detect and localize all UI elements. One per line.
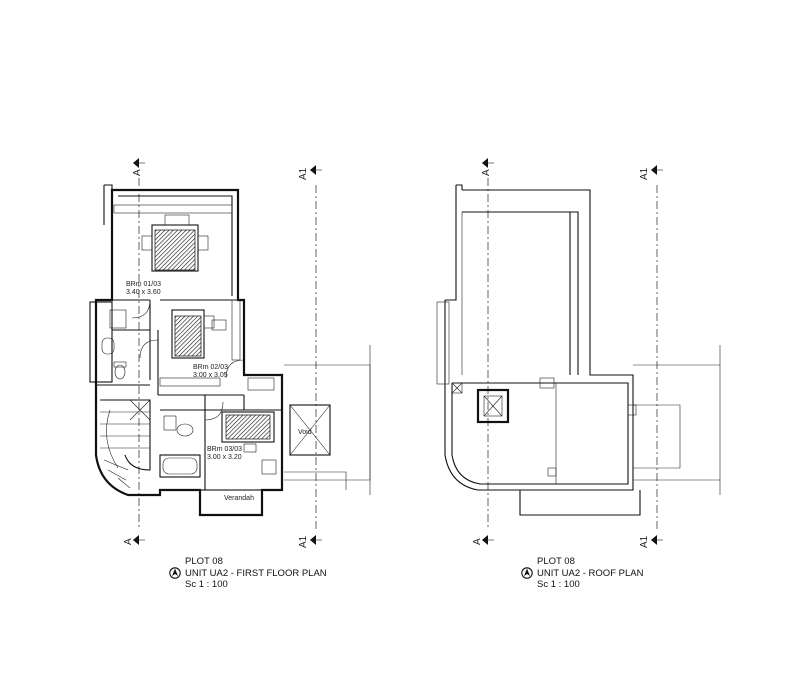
svg-text:A: A [481, 169, 492, 176]
roof-plan: A A1 A A1 [436, 158, 721, 548]
svg-text:A: A [132, 169, 143, 176]
caption-plot: PLOT 08 [537, 556, 575, 567]
bed-2 [171, 309, 227, 359]
caption-scale: Sc 1 : 100 [185, 579, 228, 590]
first-floor-outline [94, 188, 284, 517]
north-point-icon [169, 567, 181, 579]
verandah-label: Verandah [224, 495, 254, 502]
room-size-brm-3: 3.00 x 3.20 [207, 454, 242, 461]
caption-plot: PLOT 08 [185, 556, 223, 567]
void-label: Void [298, 429, 312, 436]
svg-text:A1: A1 [298, 167, 309, 180]
svg-text:A1: A1 [298, 535, 309, 548]
roof-skylight [476, 388, 510, 424]
roof-caption: PLOT 08 UNIT UA2 - ROOF PLAN Sc 1 : 100 [521, 556, 644, 590]
north-point-icon [521, 567, 533, 579]
svg-text:A1: A1 [639, 167, 650, 180]
section-marker-a-bottom-roof: A [472, 535, 494, 545]
first-floor-plan: A A1 A A1 [89, 158, 371, 548]
section-marker-a-bottom: A [123, 535, 145, 545]
bed-3 [221, 411, 277, 475]
verandah-area [199, 489, 263, 516]
section-marker-a1-bottom: A1 [298, 535, 322, 548]
roof-outline [462, 189, 641, 516]
section-marker-a1-top-roof: A1 [639, 165, 663, 180]
caption-title: UNIT UA2 - FIRST FLOOR PLAN [185, 567, 327, 579]
room-label-brm-2: BRm 02/03 [193, 364, 228, 371]
section-marker-a-top-roof: A [481, 158, 494, 176]
caption-title: UNIT UA2 - ROOF PLAN [537, 567, 644, 579]
svg-text:A: A [472, 538, 483, 545]
room-label-brm-1: BRm 01/03 [126, 281, 161, 288]
caption-scale: Sc 1 : 100 [537, 579, 580, 590]
room-size-brm-1: 3.40 x 3.60 [126, 289, 161, 296]
svg-text:A1: A1 [639, 535, 650, 548]
staircase [100, 399, 151, 489]
bed-1 [141, 214, 209, 272]
section-marker-a1-top: A1 [298, 165, 322, 180]
section-marker-a1-bottom-roof: A1 [639, 535, 663, 548]
section-marker-a-top: A [132, 158, 145, 176]
void-area [289, 404, 331, 456]
room-label-brm-3: BRm 03/03 [207, 446, 242, 453]
svg-text:A: A [123, 538, 134, 545]
room-size-brm-2: 3.00 x 3.05 [193, 372, 228, 379]
first-floor-caption: PLOT 08 UNIT UA2 - FIRST FLOOR PLAN Sc 1… [169, 556, 327, 590]
